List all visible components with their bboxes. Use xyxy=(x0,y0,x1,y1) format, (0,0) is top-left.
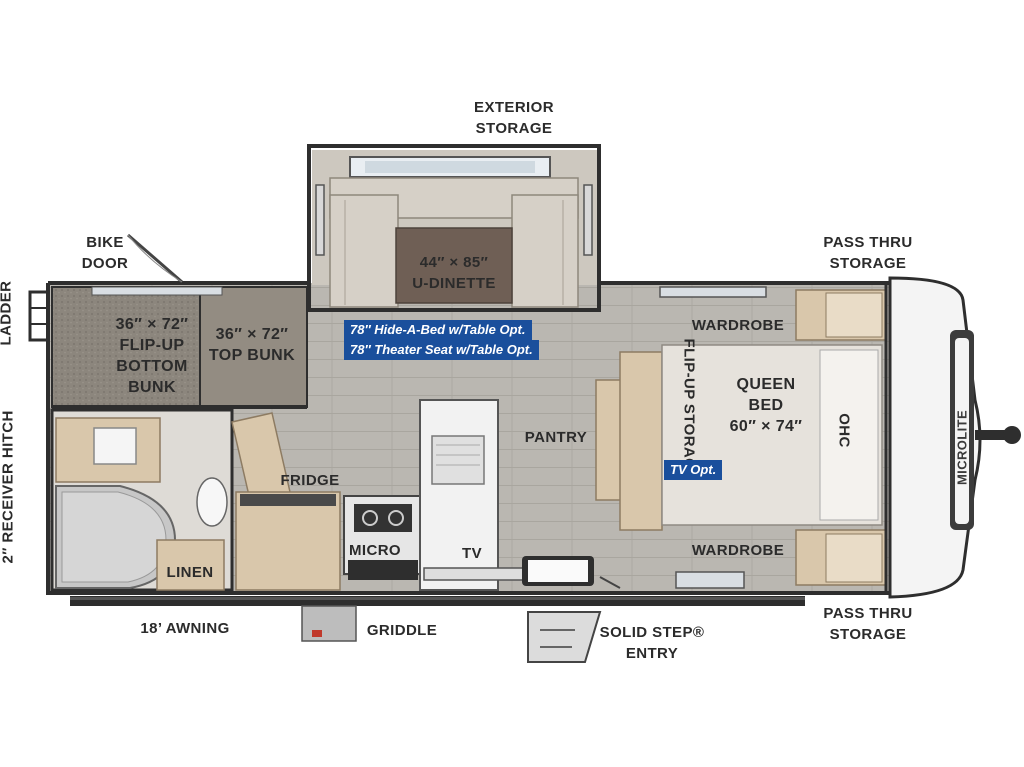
label-bottom-bunk-line3: BOTTOM xyxy=(116,358,188,375)
label-fridge: FRIDGE xyxy=(280,472,340,489)
note-tv-opt: TV Opt. xyxy=(664,460,723,480)
label-awning: 18’ AWNING xyxy=(140,620,230,637)
label-exterior-storage: EXTERIOR STORAGE xyxy=(452,97,576,139)
note-hide-a-bed: 78″ Hide-A-Bed w/Table Opt. xyxy=(344,320,532,340)
label-bottom-bunk-size: 36″ × 72″ xyxy=(115,316,189,333)
label-u-dinette-size: 44″ × 85″ xyxy=(419,254,489,271)
label-pass-thru-top-line1: PASS THRU xyxy=(823,234,913,251)
label-queen-bed: QUEEN BED 60″ × 74″ xyxy=(718,374,814,437)
label-receiver-hitch: 2″ RECEIVER HITCH xyxy=(0,410,17,564)
label-u-dinette: 44″ × 85″ U-DINETTE xyxy=(398,252,510,294)
label-top-bunk-size: 36″ × 72″ xyxy=(215,326,289,343)
label-bottom-bunk: 36″ × 72″ FLIP-UP BOTTOM BUNK xyxy=(100,314,204,398)
label-u-dinette-name: U-DINETTE xyxy=(412,275,496,292)
label-pass-thru-top-line2: STORAGE xyxy=(829,255,907,272)
kitchen xyxy=(231,351,663,591)
label-micro: MICRO xyxy=(349,542,401,559)
entry xyxy=(522,556,621,663)
label-linen: LINEN xyxy=(166,564,214,581)
label-pass-thru-storage-top: PASS THRU STORAGE xyxy=(808,232,928,274)
label-ladder: LADDER xyxy=(0,280,15,346)
label-pass-thru-bottom-line1: PASS THRU xyxy=(823,605,913,622)
label-bike-door-line2: DOOR xyxy=(81,255,129,272)
ladder xyxy=(28,290,50,342)
label-wardrobe-top: WARDROBE xyxy=(691,317,785,334)
dinette-slideout xyxy=(307,144,601,312)
label-queen-bed-size: 60″ × 74″ xyxy=(729,418,803,435)
label-bike-door: BIKE DOOR xyxy=(70,232,140,274)
front-cap xyxy=(888,276,1021,599)
label-entry: ENTRY xyxy=(625,645,679,662)
label-top-bunk-name: TOP BUNK xyxy=(208,347,296,364)
label-exterior-storage-line2: STORAGE xyxy=(475,120,553,137)
label-griddle: GRIDDLE xyxy=(366,622,438,639)
label-flip-up-storage: FLIP-UP STORAGE xyxy=(680,338,698,481)
bedroom xyxy=(659,283,888,593)
label-wardrobe-bottom: WARDROBE xyxy=(691,542,785,559)
bunks xyxy=(51,286,308,409)
label-queen-bed-line1: QUEEN xyxy=(736,376,796,393)
label-queen-bed-line2: BED xyxy=(748,397,784,414)
griddle xyxy=(301,605,357,642)
label-pantry: PANTRY xyxy=(524,429,588,446)
note-theater-seat: 78″ Theater Seat w/Table Opt. xyxy=(344,340,539,360)
label-solid-step-entry: SOLID STEP® ENTRY xyxy=(592,622,712,664)
label-ohc: OHC xyxy=(835,413,853,448)
label-exterior-storage-line1: EXTERIOR xyxy=(474,99,554,116)
bike-door-swing xyxy=(127,233,183,284)
label-bike-door-line1: BIKE xyxy=(86,234,124,251)
brand-logo: MICROLITE xyxy=(954,409,970,486)
label-top-bunk: 36″ × 72″ TOP BUNK xyxy=(200,324,304,366)
bathroom xyxy=(50,408,234,592)
label-bottom-bunk-line2: FLIP-UP xyxy=(119,337,185,354)
label-pass-thru-storage-bottom: PASS THRU STORAGE xyxy=(808,603,928,645)
label-pass-thru-bottom-line2: STORAGE xyxy=(829,626,907,643)
label-tv: TV xyxy=(462,545,482,562)
label-bottom-bunk-line4: BUNK xyxy=(128,379,176,396)
label-solid-step: SOLID STEP® xyxy=(599,624,705,641)
exterior-wall xyxy=(46,281,900,606)
